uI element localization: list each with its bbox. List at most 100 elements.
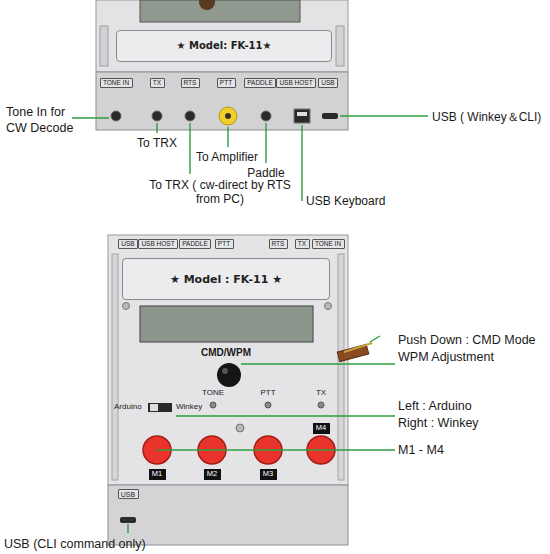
- leader-line: [227, 127, 228, 147]
- paddle-arm: [344, 343, 372, 352]
- screw: [236, 424, 244, 432]
- tag-text: ★ Model : FK-11 ★: [170, 274, 282, 285]
- model-plate: ★ Model : FK-11 ★: [122, 258, 330, 300]
- knob: [199, 0, 215, 10]
- button-tag: M2: [204, 469, 221, 480]
- bracket: [100, 26, 108, 66]
- port-tag: PTT: [215, 239, 234, 249]
- screw: [123, 303, 130, 310]
- leader-line: [127, 524, 128, 533]
- encoder-knob: [217, 363, 241, 387]
- tag-text: M2: [207, 470, 217, 478]
- port-tag: TX: [150, 78, 165, 88]
- tag-text: TX: [153, 80, 161, 87]
- housing-top-face: [108, 235, 348, 485]
- tag-text: M3: [263, 470, 273, 478]
- port-tag: PTT: [217, 78, 236, 88]
- panel-print: CMD/WPM: [186, 347, 266, 359]
- port-tag: USB HOST: [138, 239, 178, 249]
- callout-text: USB ( Winkey＆CLI): [432, 110, 541, 124]
- leader-line: [189, 123, 190, 174]
- housing-front-face: [96, 72, 348, 130]
- tag-text: USB: [321, 80, 334, 87]
- lcd-window: [140, 306, 313, 342]
- led: [318, 402, 324, 408]
- paddle-wire: [370, 336, 380, 342]
- callout-text: To Amplifier: [196, 150, 258, 164]
- callout-text: Left : Arduino Right : Winkey: [398, 398, 503, 432]
- panel-print: Arduino: [114, 402, 142, 412]
- leader-line: [241, 363, 395, 364]
- paddle-base: [337, 344, 369, 361]
- callout-text: To TRX: [127, 136, 187, 150]
- bracket: [112, 254, 118, 480]
- leader-line: [176, 415, 395, 416]
- leader-line: [157, 449, 395, 450]
- tag-text: TONE IN: [315, 241, 341, 248]
- leader-line: [301, 125, 302, 201]
- callout-text: To TRX ( cw-direct by RTS from PC): [145, 178, 295, 206]
- led: [210, 402, 216, 408]
- button-tag: M1: [149, 469, 166, 480]
- leader-line: [156, 123, 157, 133]
- callout-text: Push Down : CMD Mode WPM Adjustment: [398, 332, 546, 366]
- tag-text: TX: [298, 241, 306, 248]
- callout-text: M1 - M4: [398, 443, 444, 458]
- usb-host-port: [294, 109, 310, 123]
- port-tag: PADDLE: [179, 239, 211, 249]
- port-tag: TX: [295, 239, 310, 249]
- bracket: [338, 254, 344, 480]
- port-tag: TONE IN: [312, 239, 345, 249]
- tag-text: ★ Model: FK-11★: [177, 41, 272, 51]
- tag-text: PADDLE: [247, 80, 273, 87]
- led: [265, 402, 271, 408]
- port-tag: TONE IN: [100, 78, 133, 88]
- tag-text: USB HOST: [279, 80, 312, 87]
- callout-text: USB (CLI command only): [4, 537, 146, 552]
- port-tag: USB: [318, 78, 338, 88]
- knob-highlight: [222, 368, 228, 374]
- tag-text: TONE IN: [103, 80, 129, 87]
- port-tag: USB HOST: [276, 78, 316, 88]
- mode-switch: [148, 403, 172, 412]
- rca-jack: [219, 107, 237, 125]
- micro-usb-port: [120, 517, 136, 523]
- port-tag: PADDLE: [244, 78, 276, 88]
- tag-text: RTS: [272, 241, 285, 248]
- leader-line: [72, 117, 109, 118]
- leader-lines: [128, 364, 395, 533]
- housing-front-face: [108, 485, 348, 545]
- paddle-jack: [261, 111, 271, 121]
- tag-text: PADDLE: [182, 241, 208, 248]
- tag-text: RTS: [184, 80, 197, 87]
- paddle-key-picture: [337, 336, 380, 362]
- screw: [325, 303, 332, 310]
- callout-text: USB Keyboard: [306, 194, 385, 208]
- leader-line: [340, 115, 428, 116]
- tag-text: M4: [316, 424, 326, 432]
- button-tag: M3: [260, 469, 277, 480]
- panel-print: Winkey: [176, 402, 202, 412]
- callout-text: Tone In for CW Decode: [6, 104, 80, 136]
- panel-print: PTT: [253, 388, 283, 398]
- model-plate: ★ Model: FK-11★: [116, 30, 332, 62]
- switch-slider: [150, 404, 158, 411]
- leader-line: [265, 123, 266, 163]
- tag-text: PTT: [218, 241, 230, 248]
- tag-text: USB: [121, 491, 135, 498]
- tag-text: USB: [121, 241, 134, 248]
- port-tag: RTS: [269, 239, 288, 249]
- tag-text: PTT: [220, 80, 232, 87]
- port-tag: USB: [118, 239, 138, 249]
- lcd-window: [140, 0, 300, 22]
- tx-jack: [152, 111, 162, 121]
- rca-pin: [225, 113, 231, 119]
- button-tag: M4: [313, 423, 330, 434]
- tag-text: USB HOST: [141, 241, 174, 248]
- port-tag: USB: [118, 489, 139, 499]
- housing-top-face: [96, 0, 348, 72]
- port-tag: RTS: [181, 78, 200, 88]
- usb-host-tongue: [297, 112, 307, 116]
